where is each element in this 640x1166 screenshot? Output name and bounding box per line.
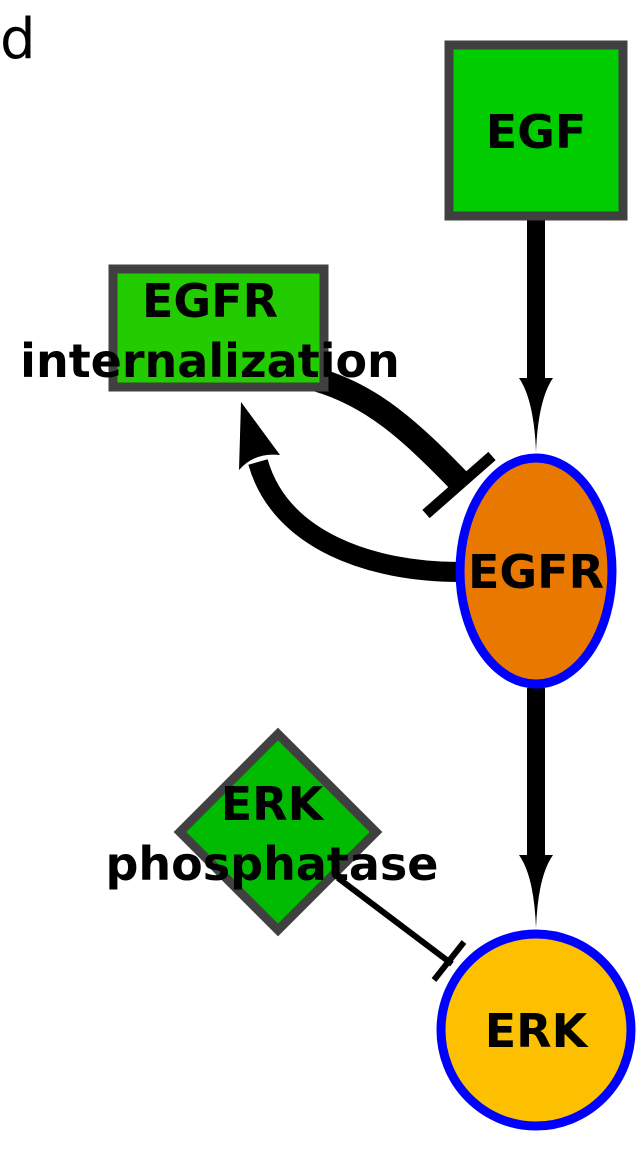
node-egfr-internalization: EGFR internalization <box>20 264 400 392</box>
edge-egfr-to-internalization <box>239 402 461 582</box>
edge-internalization-egfr-tbar <box>422 451 496 519</box>
edge-phosphatase-erk-tbar <box>431 940 467 982</box>
edge-internalization-inhibits-egfr <box>314 368 496 519</box>
edge-internalization-egfr-shaft <box>314 368 471 493</box>
edge-egf-egfr-arrowhead <box>519 378 553 452</box>
node-egfr-label: EGFR <box>468 545 604 599</box>
node-egf-label: EGF <box>486 105 587 159</box>
node-egfr-internalization-label-line2: internalization <box>20 334 400 388</box>
node-egfr-internalization-label-line1: EGFR <box>142 274 278 328</box>
node-egfr-ellipse <box>455 453 617 689</box>
node-egfr-internalization-box <box>108 264 329 392</box>
node-erk-phosphatase-label-line1: ERK <box>221 777 326 831</box>
node-erk: ERK <box>436 929 636 1131</box>
edge-egf-to-egfr <box>519 218 553 452</box>
edge-egfr-internalization-arrowhead <box>239 402 280 470</box>
node-erk-phosphatase: ERK phosphatase <box>106 727 439 937</box>
edge-phosphatase-inhibits-erk <box>336 875 467 982</box>
node-erk-label: ERK <box>485 1004 590 1058</box>
edge-phosphatase-erk-shaft <box>336 875 454 967</box>
node-erk-phosphatase-diamond <box>173 727 383 937</box>
edge-egfr-internalization-shaft <box>248 458 461 582</box>
panel-label: d <box>0 7 36 72</box>
node-egf-box <box>444 40 628 221</box>
node-egf: EGF <box>444 40 628 221</box>
edge-egfr-erk-arrowhead <box>519 855 553 928</box>
edge-egfr-to-erk <box>519 688 553 928</box>
node-erk-circle <box>436 929 636 1131</box>
node-erk-phosphatase-label-line2: phosphatase <box>106 837 439 891</box>
node-egfr: EGFR <box>455 453 617 689</box>
